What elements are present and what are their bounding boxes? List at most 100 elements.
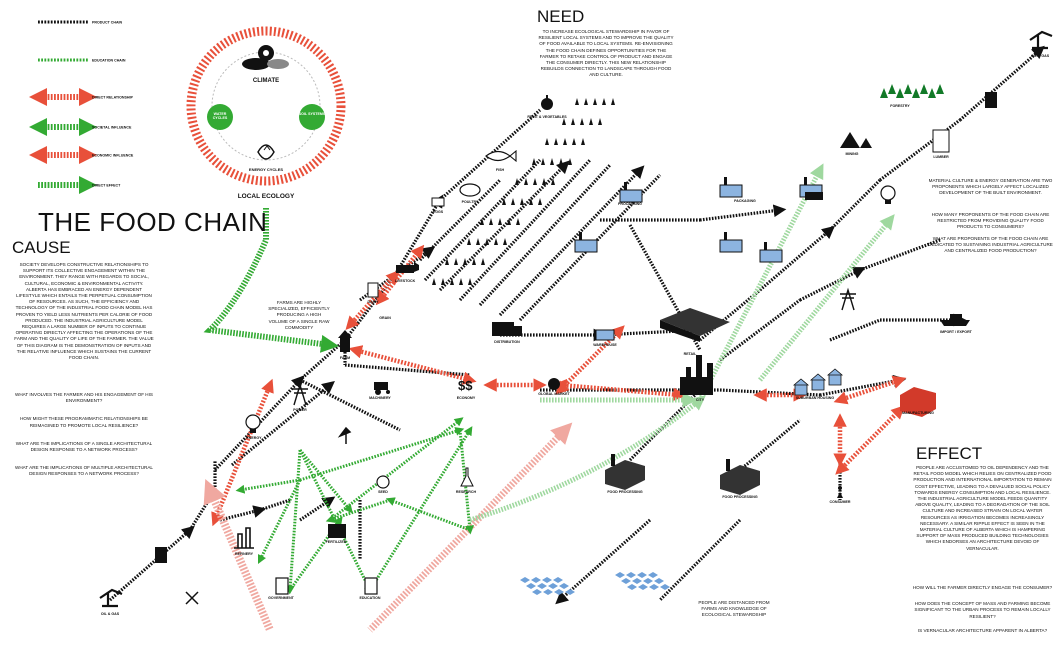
tools-icon xyxy=(185,591,199,605)
crop-row-icon xyxy=(575,98,615,105)
crop-icon xyxy=(533,178,537,185)
node-label-seed: SEED xyxy=(378,490,388,494)
product-chain-segment xyxy=(828,178,882,232)
node-label-eggs: EGGS xyxy=(432,210,444,214)
economic-influence-segment xyxy=(835,405,905,475)
crop-row-icon xyxy=(532,158,572,165)
crop-icon xyxy=(611,98,615,105)
crop-icon xyxy=(602,98,606,105)
house-icon xyxy=(792,378,810,396)
housing-block-icon xyxy=(626,572,636,578)
factory-icon xyxy=(575,240,597,252)
node-label-oil-right: OIL & GAS xyxy=(1030,54,1050,58)
housing-block-icon xyxy=(565,589,575,595)
apple-icon xyxy=(541,98,553,110)
chimney-icon xyxy=(611,454,615,466)
node-label-warehouse: WAREHOUSE xyxy=(593,343,617,347)
housing-block-icon xyxy=(554,589,564,595)
tree-icon xyxy=(912,88,920,98)
smokestack-icon xyxy=(624,182,627,190)
right-note-1: MATERIAL CULTURE & ENERGY GENERATION ARE… xyxy=(928,178,1053,196)
light-bulb-icon xyxy=(245,414,261,430)
effect-question: HOW DOES THE CONCEPT OF MASS AND FARMING… xyxy=(914,601,1051,619)
product-chain-lines xyxy=(108,45,1045,605)
legend-label: ECONOMIC INFLUENCE xyxy=(92,154,134,158)
chicken-icon xyxy=(459,183,481,197)
diagram-nodes: $$ xyxy=(99,30,1053,608)
soil-system-node xyxy=(299,104,325,130)
consumer-icon xyxy=(837,492,843,498)
legend-label: DIRECT EFFECT xyxy=(92,184,121,188)
effect-heading: EFFECT xyxy=(916,444,983,463)
warehouse-side-icon xyxy=(660,320,700,342)
node-label-livestock: LIVESTOCK xyxy=(394,279,416,283)
product-chain-segment xyxy=(418,178,502,262)
farms-note: FARMS ARE HIGHLY SPECIALIZED, EFFICIENTL… xyxy=(268,300,330,330)
product-chain-segment xyxy=(458,158,592,302)
product-chain-segment xyxy=(498,165,645,317)
node-label-processing: PROCESSING xyxy=(618,202,642,206)
crop-icon xyxy=(529,198,533,205)
node-label-education: EDUCATION xyxy=(359,596,381,600)
product-chain-segment xyxy=(698,288,762,342)
housing-block-icon xyxy=(532,589,542,595)
housing-block-icon xyxy=(632,578,642,584)
milk-outline-icon xyxy=(367,282,379,298)
housing-block-icon xyxy=(660,584,670,590)
tractor-wheel-icon xyxy=(386,390,390,394)
tree-icon xyxy=(904,84,912,94)
housing-block-icon xyxy=(638,584,648,590)
local-ecology-label: LOCAL ECOLOGY xyxy=(237,193,295,200)
legend-label: PRODUCT CHAIN xyxy=(92,21,123,25)
product-chain-segment xyxy=(108,525,195,602)
crop-icon xyxy=(445,258,449,265)
bulb-base-icon xyxy=(885,200,891,204)
direct-relationship-pink xyxy=(203,478,274,632)
product-chain-segment xyxy=(478,163,612,307)
crop-icon xyxy=(432,278,436,285)
house-icon xyxy=(809,373,827,391)
local-ecology-cycle xyxy=(186,26,346,186)
societal-influence-segment xyxy=(235,478,301,494)
crop-icon xyxy=(584,98,588,105)
node-label-mining: MINING xyxy=(845,152,859,156)
crop-icon xyxy=(485,238,489,245)
cycle-energy-label: ENERGY CYCLES xyxy=(248,167,284,172)
dollar-icon: $$ xyxy=(458,378,473,393)
housing-block-icon xyxy=(520,577,530,583)
cycle-climate-label: CLIMATE xyxy=(252,78,280,84)
legend-label: SOCIETAL INFLUENCE xyxy=(92,126,132,130)
distribution-icon xyxy=(596,330,614,340)
cause-heading: CAUSE xyxy=(12,238,71,257)
direct-effect-segment xyxy=(758,214,895,382)
crop-row-icon xyxy=(480,218,520,225)
node-label-energy: ENERGY xyxy=(246,436,262,440)
crop-icon xyxy=(454,258,458,265)
effect-questions: HOW WILL THE FARMER DIRECTLY ENGAGE THE … xyxy=(910,585,1055,634)
housing-block-icon xyxy=(542,577,552,583)
node-label-ship: IMPORT / EXPORT xyxy=(940,330,972,334)
crop-icon xyxy=(589,118,593,125)
node-label-city: CITY xyxy=(695,398,705,402)
truck-icon xyxy=(492,322,514,336)
economic-influence-segment xyxy=(211,378,274,527)
crop-icon xyxy=(598,118,602,125)
housing-block-icon xyxy=(615,572,625,578)
crop-row-icon xyxy=(445,258,485,265)
housing-block-icon xyxy=(531,577,541,583)
lumber-stack-icon xyxy=(933,130,949,152)
node-label-economy: ECONOMY xyxy=(456,396,476,400)
societal-influence-segment xyxy=(285,449,302,595)
crop-icon xyxy=(520,198,524,205)
node-label-lumber: LUMBER xyxy=(933,155,949,159)
node-label-government: GOVERNMENT xyxy=(268,596,294,600)
book-outline-icon xyxy=(275,577,289,595)
product-chain-segment xyxy=(859,238,941,272)
microphone-icon xyxy=(337,426,352,444)
product-chain-segment xyxy=(393,194,444,276)
refinery-icon xyxy=(234,527,254,549)
economic-influence-segment xyxy=(375,244,425,306)
cause-question: HOW MIGHT THESE PROGRAMMATIC RELATIONSHI… xyxy=(20,416,148,428)
crop-icon xyxy=(489,218,493,225)
